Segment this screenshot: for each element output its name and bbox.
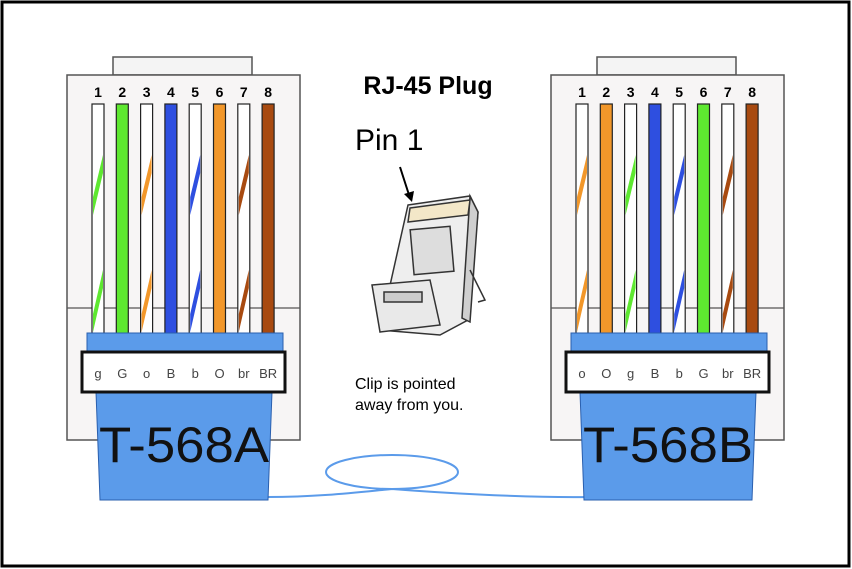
color-code: B [167,366,176,381]
pin-number: 1 [94,84,102,100]
wire-stripe [625,270,636,332]
wire-stripe [577,155,587,215]
pin-number: 2 [602,84,610,100]
wire-8 [745,103,759,337]
color-code: o [578,366,585,381]
cable [267,454,591,499]
color-code: br [722,366,734,381]
color-code: BR [259,366,277,381]
standard-label: T-568A [99,417,270,473]
wire-stripe [625,155,636,215]
color-code: b [676,366,683,381]
pin-number: 4 [167,84,175,100]
pin-number: 8 [264,84,272,100]
wire-4 [164,103,178,337]
wire-stripe [93,270,103,332]
color-code: g [627,366,634,381]
note-line-2: away from you. [355,397,463,414]
wire-6 [696,103,711,337]
wire-stripe [93,155,103,215]
color-code: G [698,366,708,381]
wire-stripe [722,270,733,332]
color-code: br [238,366,250,381]
wire-2 [599,103,613,337]
pin-number: 3 [143,84,151,100]
boot-top [86,332,284,354]
pin-number: 2 [118,84,126,100]
wire-stripe [674,270,685,332]
wire-8 [261,103,275,337]
wire-stripe [674,155,685,215]
color-code: G [117,366,127,381]
note-line-1: Clip is pointed [355,376,456,393]
wire-2 [115,103,129,337]
pin-number: 7 [240,84,248,100]
wire-stripe [722,155,733,215]
wire-stripe [577,270,587,332]
wire-stripe [190,270,201,332]
color-code: b [192,366,199,381]
pin-number: 7 [724,84,732,100]
pin-number: 5 [191,84,199,100]
color-code: o [143,366,150,381]
pin-number: 6 [700,84,708,100]
pin-number: 5 [675,84,683,100]
wire-stripe [141,155,152,215]
wire-stripe [238,155,249,215]
pin1-label: Pin 1 [355,124,423,157]
color-code: O [601,366,611,381]
pin1-arrow [399,166,414,202]
color-code-bar [80,350,287,394]
boot-top [570,332,768,354]
wire-6 [212,103,227,337]
color-code: BR [743,366,761,381]
pin-number: 1 [578,84,586,100]
standard-label: T-568B [583,417,753,473]
wire-stripe [141,270,152,332]
color-code: g [94,366,101,381]
color-code: O [214,366,224,381]
rj45-plug-illustration [371,193,487,336]
color-code: B [651,366,660,381]
pin-number: 3 [627,84,635,100]
pin-number: 6 [216,84,224,100]
connector-tab [112,56,253,76]
title: RJ-45 Plug [363,72,492,100]
color-code-bar [564,350,771,394]
pin-number: 4 [651,84,659,100]
wire-4 [648,103,662,337]
wire-stripe [238,270,249,332]
connector-tab [596,56,737,76]
wire-stripe [190,155,201,215]
pin-number: 8 [748,84,756,100]
